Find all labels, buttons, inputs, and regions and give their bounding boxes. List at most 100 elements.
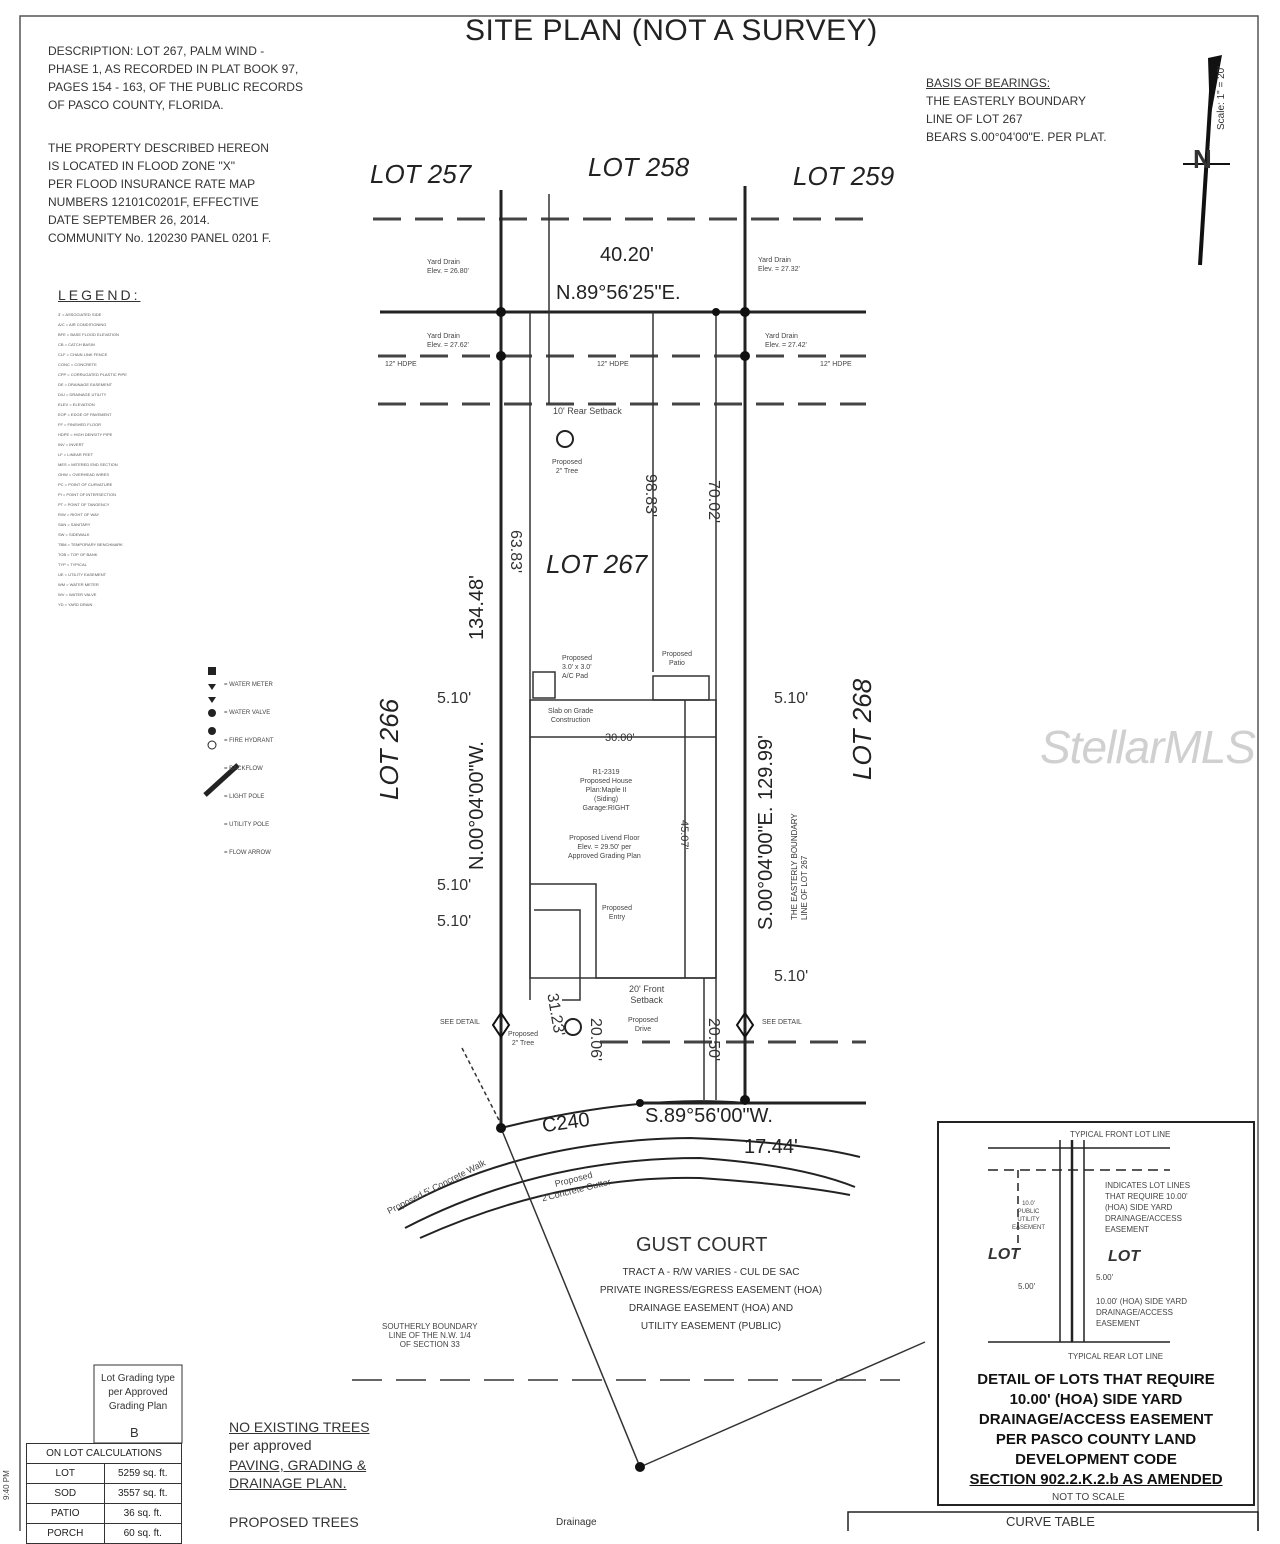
- west-bearing-dim: N.00°04'00"W.: [466, 741, 488, 870]
- east-length-dim: 129.99': [755, 735, 777, 800]
- north-label: N: [1193, 144, 1212, 174]
- legend-title: LEGEND:: [58, 287, 141, 303]
- slab-label: Slab on Grade Construction: [548, 708, 594, 724]
- legend-symbols: [203, 667, 240, 797]
- detail-box: [937, 1121, 1255, 1506]
- setback-east-2: 5.10': [774, 968, 809, 985]
- legend-item: LF = LINEAR FEET: [58, 452, 94, 457]
- legend-symbol-labels: = WATER METER = WATER VALVE = FIRE HYDRA…: [224, 664, 274, 874]
- legend-symbol-label: = WATER VALVE: [224, 710, 271, 716]
- street-name: GUST COURT: [636, 1234, 768, 1256]
- page-title: SITE PLAN (NOT A SURVEY): [465, 14, 878, 47]
- detail-lot-left: LOT: [988, 1246, 1020, 1263]
- basis-of-bearings-text: THE EASTERLY BOUNDARY LINE OF LOT 267 BE…: [926, 94, 1107, 144]
- entry-label: Proposed Entry: [602, 905, 632, 921]
- table-row: PATIO 36 sq. ft.: [26, 1503, 182, 1524]
- living-floor-label: Proposed Livend Floor Elev. = 29.50' per…: [568, 835, 641, 860]
- legend-item: A/C = AIR CONDITIONING: [58, 322, 107, 327]
- hdpe-west-label: 12" HDPE: [385, 361, 417, 368]
- legend-item: CPP = CORRUGATED PLASTIC PIPE: [58, 372, 127, 377]
- lot-grading-value: B: [130, 1425, 139, 1440]
- lot-grading-label: Lot Grading type per Approved Grading Pl…: [101, 1373, 175, 1412]
- table-row: PORCH 60 sq. ft.: [26, 1523, 182, 1544]
- scale-label: Scale: 1" = 20': [1216, 65, 1227, 130]
- lot-258-label: LOT 258: [588, 152, 690, 182]
- calc-value: 3557 sq. ft.: [103, 1483, 182, 1504]
- calc-value: 60 sq. ft.: [103, 1523, 182, 1544]
- tree-icon: [564, 1018, 582, 1036]
- legend-item: WV = WATER VALVE: [58, 592, 97, 597]
- detail-side-yard: 10.00' (HOA) SIDE YARD DRAINAGE/ACCESS E…: [1096, 1297, 1188, 1328]
- curve-table-box: [847, 1511, 1259, 1531]
- north-arrow-icon: [1183, 55, 1230, 266]
- patio-label: Proposed Patio: [662, 651, 692, 667]
- detail-typical-rear: TYPICAL REAR LOT LINE: [1068, 1352, 1164, 1361]
- legend-item: BFE = BASE FLOOD ELEVATION: [58, 332, 119, 337]
- dim-98-83: 98.83': [642, 474, 659, 518]
- detail-title: DETAIL OF LOTS THAT REQUIRE 10.00' (HOA)…: [977, 1371, 1215, 1468]
- setback-west-2: 5.10': [437, 877, 472, 894]
- setback-east-1: 5.10': [774, 690, 809, 707]
- yard-drain-markers: [496, 307, 750, 1472]
- legend-item: TBM = TEMPORARY BENCHMARK: [58, 542, 123, 547]
- south-bearing-dim: S.89°56'00"W.: [645, 1105, 773, 1127]
- see-detail-west: SEE DETAIL: [440, 1019, 480, 1026]
- detail-typical-front: TYPICAL FRONT LOT LINE: [1070, 1130, 1171, 1139]
- legend-item: CONC = CONCRETE: [58, 362, 97, 367]
- interior-lines: [529, 194, 717, 1100]
- no-trees-note-4: DRAINAGE PLAN.: [229, 1475, 347, 1491]
- north-width-dim: 40.20': [600, 244, 654, 266]
- radial-line: [500, 1127, 641, 1468]
- legend-item: EOP = EDGE OF PAVEMENT: [58, 412, 112, 417]
- front-setback-label: 20' Front Setback: [629, 984, 665, 1005]
- legend-item: FF = FINISHED FLOOR: [58, 422, 102, 427]
- calc-label: SOD: [26, 1483, 105, 1504]
- north-bearing-dim: N.89°56'25"E.: [556, 282, 681, 304]
- see-detail-east: SEE DETAIL: [762, 1019, 802, 1026]
- legend-item: ELEV = ELEVATION: [58, 402, 95, 407]
- curve-table-title: CURVE TABLE: [1006, 1514, 1095, 1529]
- dim-45-07: 45.07': [678, 820, 690, 850]
- yard-drain-w-label: Yard Drain Elev. = 27.62': [427, 333, 469, 349]
- setback-west-3: 5.10': [437, 913, 472, 930]
- detail-indicates: INDICATES LOT LINES THAT REQUIRE 10.00' …: [1105, 1181, 1191, 1234]
- legend-item: 3' = ASSOCIATED SIDE: [58, 312, 102, 317]
- hdpe-center-label: 12" HDPE: [597, 361, 629, 368]
- legend-item: PI = POINT OF INTERSECTION: [58, 492, 117, 497]
- legend-item: CLF = CHAIN LINK FENCE: [58, 352, 108, 357]
- detail-lot-right: LOT: [1108, 1248, 1140, 1265]
- legal-description: DESCRIPTION: LOT 267, PALM WIND - PHASE …: [48, 44, 303, 112]
- legend-item: HDPE = HIGH DENSITY PIPE: [58, 432, 113, 437]
- legend-item: TOB = TOP OF BANK: [58, 552, 98, 557]
- sheet-border: [19, 15, 1259, 1531]
- flood-zone-note: THE PROPERTY DESCRIBED HEREON IS LOCATED…: [48, 141, 272, 245]
- dim-20-50: 20.50': [705, 1018, 722, 1062]
- southerly-boundary-label: SOUTHERLY BOUNDARY LINE OF THE N.W. 1/4 …: [382, 1322, 478, 1349]
- legend-symbol-label: = UTILITY POLE: [224, 822, 270, 828]
- lot-257-label: LOT 257: [370, 159, 472, 189]
- calc-value: 36 sq. ft.: [103, 1503, 182, 1524]
- lot-267-label: LOT 267: [546, 549, 648, 579]
- legend-item: DE = DRAINAGE EASEMENT: [58, 382, 113, 387]
- legend-symbol-label: = BACKFLOW: [224, 766, 263, 772]
- yard-drain-ne-label: Yard Drain Elev. = 27.32': [758, 257, 800, 273]
- yard-drain-e-label: Yard Drain Elev. = 27.42': [765, 333, 807, 349]
- lot-259-label: LOT 259: [793, 161, 895, 191]
- legend-item: R/W = RIGHT OF WAY: [58, 512, 100, 517]
- detail-public-ue: 10.0' PUBLIC UTILITY EASEMENT: [1012, 1201, 1046, 1231]
- east-bearing-dim: S.00°04'00"E.: [755, 806, 777, 930]
- dim-20-06: 20.06': [587, 1018, 604, 1062]
- setback-west-1: 5.10': [437, 690, 472, 707]
- basis-of-bearings-heading: BASIS OF BEARINGS:: [926, 76, 1051, 90]
- drainage-note: Drainage: [556, 1517, 597, 1528]
- road-curves: [397, 1100, 861, 1239]
- legend-symbol-label: = WATER METER: [224, 682, 273, 688]
- see-detail-markers: [491, 1011, 755, 1039]
- proposed-tree-label-bottom: Proposed 2" Tree: [508, 1031, 538, 1047]
- legend-item: WM = WATER METER: [58, 582, 99, 587]
- legend-list: 3' = ASSOCIATED SIDE A/C = AIR CONDITION…: [58, 310, 188, 610]
- calc-heading: ON LOT CALCULATIONS: [26, 1443, 182, 1464]
- table-row: SOD 3557 sq. ft.: [26, 1483, 182, 1504]
- easterly-boundary-label: THE EASTERLY BOUNDARY LINE OF LOT 267: [790, 813, 809, 920]
